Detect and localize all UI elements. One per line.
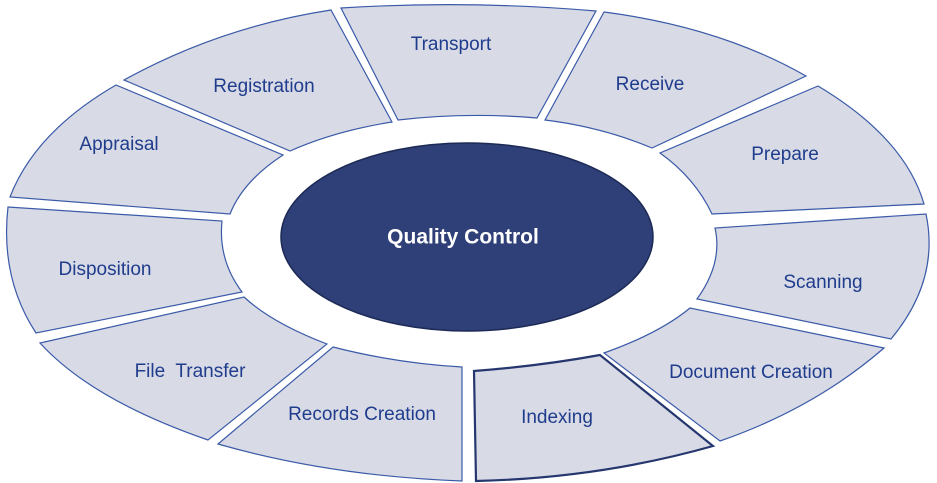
segment-records-creation-shape [216, 346, 463, 482]
center-label: Quality Control [387, 226, 539, 249]
segment-appraisal-shape [9, 84, 285, 215]
segment-records-creation: Records Creation [216, 346, 463, 482]
segment-transport-label: Transport [411, 34, 492, 55]
center-node: Quality Control [280, 142, 654, 332]
segment-file-transfer: File Transfer [38, 296, 329, 441]
segment-records-creation-label: Records Creation [288, 404, 436, 425]
segment-file-transfer-label: File Transfer [135, 361, 247, 382]
segment-registration-shape [122, 9, 393, 152]
center-ellipse [280, 142, 654, 332]
segment-scanning: Scanning [695, 213, 930, 340]
segment-disposition-shape [5, 206, 244, 334]
segment-prepare-label: Prepare [751, 144, 819, 165]
segment-receive-shape [544, 11, 808, 149]
ring-segments: Transport Receive Prepare Scanning Docum… [5, 4, 930, 483]
segment-document-creation-label: Document Creation [669, 362, 833, 383]
segment-transport-shape [340, 4, 597, 121]
segment-disposition-label: Disposition [59, 259, 152, 280]
segment-scanning-shape [695, 213, 930, 340]
segment-indexing: Indexing [472, 353, 716, 483]
segment-document-creation: Document Creation [602, 307, 886, 442]
segment-appraisal: Appraisal [9, 84, 285, 215]
segment-appraisal-label: Appraisal [79, 134, 158, 155]
segment-scanning-label: Scanning [783, 272, 862, 293]
segment-receive-label: Receive [616, 74, 685, 95]
segment-indexing-label: Indexing [521, 407, 593, 428]
segment-file-transfer-shape [38, 296, 329, 441]
segment-transport: Transport [340, 4, 597, 121]
segment-receive: Receive [544, 11, 808, 149]
segment-registration-label: Registration [213, 76, 314, 97]
segment-disposition: Disposition [5, 206, 244, 334]
segment-prepare: Prepare [658, 85, 925, 215]
segment-prepare-shape [658, 85, 925, 215]
segment-registration: Registration [122, 9, 393, 152]
segment-document-creation-shape [602, 307, 886, 442]
segment-indexing-shape [472, 353, 716, 483]
